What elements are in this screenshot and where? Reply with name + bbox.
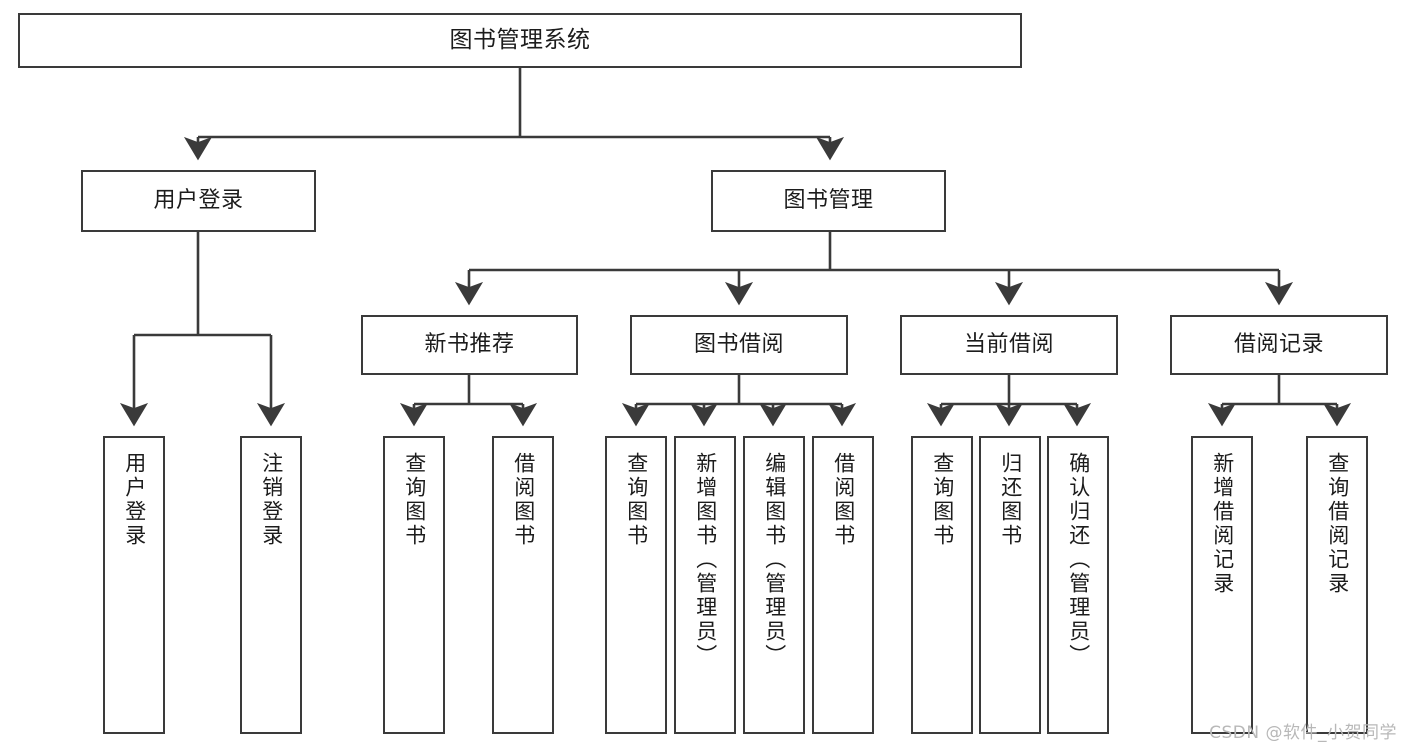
- node-book-borrowing[interactable]: 图书借阅: [630, 315, 848, 375]
- node-label: 新增借阅记录: [1210, 452, 1235, 596]
- leaf-user-login[interactable]: 用户登录: [103, 436, 165, 734]
- node-label: 借阅记录: [1233, 331, 1324, 357]
- leaf-logout[interactable]: 注销登录: [240, 436, 302, 734]
- node-new-book-recommendation[interactable]: 新书推荐: [361, 315, 578, 375]
- leaf-borrow-add-book-admin[interactable]: 新增图书（管理员）: [674, 436, 736, 734]
- node-user-login[interactable]: 用户登录: [81, 170, 316, 232]
- node-current-borrowing[interactable]: 当前借阅: [900, 315, 1118, 375]
- leaf-current-return-book[interactable]: 归还图书: [979, 436, 1041, 734]
- node-label: 查询图书: [402, 452, 427, 548]
- node-label: 查询图书: [930, 452, 955, 548]
- node-label: 编辑图书（管理员）: [762, 452, 787, 668]
- leaf-borrow-query-book[interactable]: 查询图书: [605, 436, 667, 734]
- node-label: 查询借阅记录: [1325, 452, 1350, 596]
- node-label: 用户登录: [122, 452, 147, 548]
- leaf-current-confirm-return-admin[interactable]: 确认归还（管理员）: [1047, 436, 1109, 734]
- node-label: 用户登录: [153, 187, 244, 213]
- csdn-watermark: CSDN @软件_小贺同学: [1209, 723, 1397, 743]
- node-label: 新书推荐: [424, 331, 515, 357]
- node-label: 确认归还（管理员）: [1066, 452, 1091, 668]
- node-root-book-management-system[interactable]: 图书管理系统: [18, 13, 1022, 68]
- node-label: 图书管理: [783, 187, 874, 213]
- leaf-recommend-borrow-book[interactable]: 借阅图书: [492, 436, 554, 734]
- node-borrowing-record[interactable]: 借阅记录: [1170, 315, 1388, 375]
- node-label: 查询图书: [624, 452, 649, 548]
- node-label: 注销登录: [259, 452, 284, 548]
- node-label: 当前借阅: [963, 331, 1054, 357]
- node-label: 图书借阅: [693, 331, 784, 357]
- node-label: 新增图书（管理员）: [693, 452, 718, 668]
- node-label: 归还图书: [998, 452, 1023, 548]
- leaf-recommend-query-book[interactable]: 查询图书: [383, 436, 445, 734]
- leaf-current-query-book[interactable]: 查询图书: [911, 436, 973, 734]
- leaf-borrow-edit-book-admin[interactable]: 编辑图书（管理员）: [743, 436, 805, 734]
- leaf-record-query-borrow-record[interactable]: 查询借阅记录: [1306, 436, 1368, 734]
- leaf-borrow-borrow-book[interactable]: 借阅图书: [812, 436, 874, 734]
- node-label: 借阅图书: [831, 452, 856, 548]
- node-label: 图书管理系统: [449, 26, 591, 53]
- leaf-record-add-borrow-record[interactable]: 新增借阅记录: [1191, 436, 1253, 734]
- node-label: 借阅图书: [511, 452, 536, 548]
- node-book-management[interactable]: 图书管理: [711, 170, 946, 232]
